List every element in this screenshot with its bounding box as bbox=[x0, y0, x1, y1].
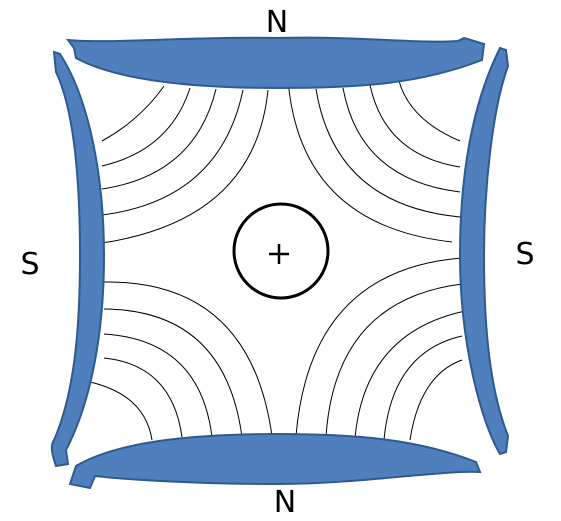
field-line-tl-3 bbox=[101, 88, 217, 190]
beam-particle bbox=[232, 202, 330, 300]
field-line-tl-1 bbox=[101, 85, 165, 142]
field-line-bl-5 bbox=[89, 381, 153, 441]
pole-left bbox=[50, 50, 106, 468]
pole-label-left: S bbox=[20, 247, 39, 282]
field-line-br-4 bbox=[383, 335, 463, 441]
field-lines bbox=[89, 79, 471, 441]
field-line-tr-2 bbox=[369, 84, 461, 168]
pole-bottom bbox=[68, 432, 482, 490]
pole-label-top: N bbox=[266, 5, 288, 40]
pole-top bbox=[65, 36, 486, 90]
field-line-tl-2 bbox=[101, 87, 191, 167]
pole-label-right: S bbox=[515, 237, 534, 272]
field-line-br-2 bbox=[325, 283, 463, 438]
field-line-br-3 bbox=[354, 309, 471, 439]
field-line-tr-1 bbox=[398, 80, 461, 142]
field-line-tl-5 bbox=[101, 89, 269, 244]
field-line-bl-3 bbox=[103, 333, 213, 438]
field-line-tr-4 bbox=[315, 88, 461, 218]
field-line-bl-1 bbox=[103, 281, 273, 437]
field-line-bl-4 bbox=[103, 357, 183, 438]
pole-pieces bbox=[50, 36, 510, 490]
field-line-br-1 bbox=[295, 257, 463, 437]
field-line-tl-4 bbox=[101, 89, 244, 216]
pole-label-bottom: N bbox=[274, 485, 296, 520]
field-line-tr-5 bbox=[287, 79, 453, 243]
beam-circle bbox=[232, 202, 330, 300]
field-line-br-5 bbox=[409, 359, 463, 441]
field-line-bl-2 bbox=[103, 308, 243, 438]
field-line-tr-3 bbox=[342, 87, 461, 193]
pole-right bbox=[458, 46, 510, 456]
